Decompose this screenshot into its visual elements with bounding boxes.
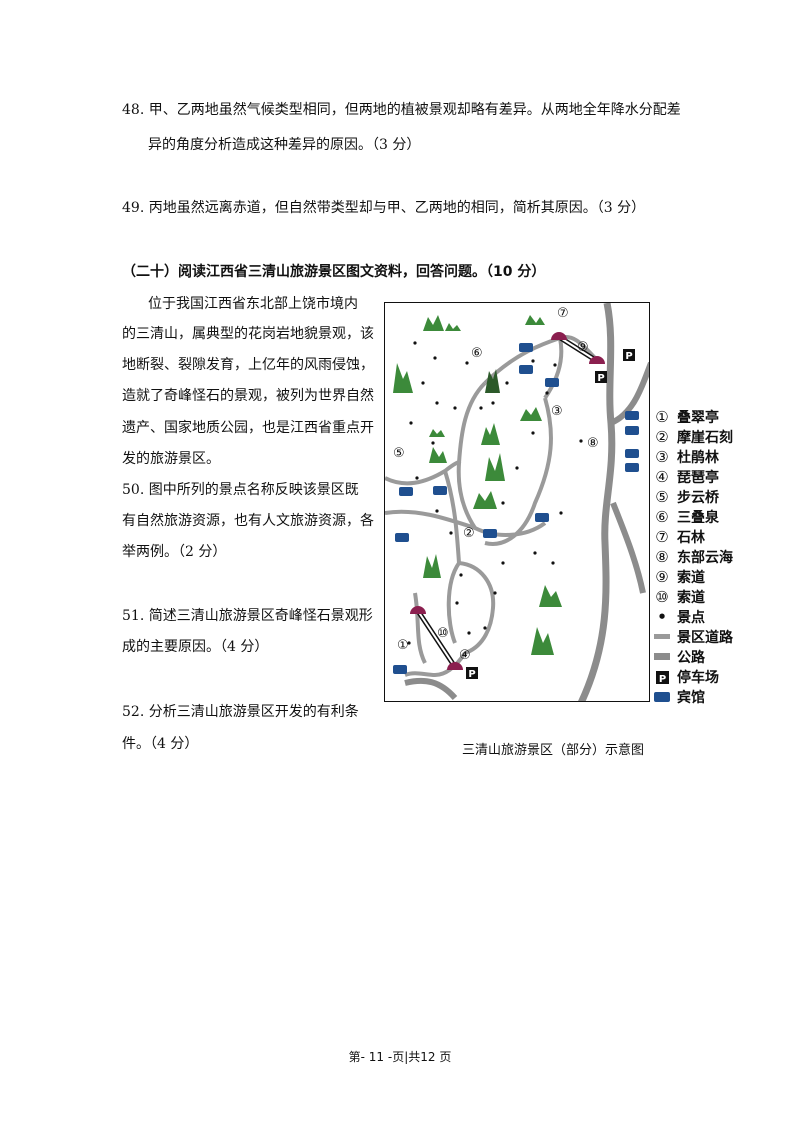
svg-text:P: P bbox=[468, 669, 475, 680]
question-48-line1: 48. 甲、乙两地虽然气候类型相同，但两地的植被景观却略有差异。从两地全年降水分… bbox=[122, 102, 681, 118]
marker-3: ③ bbox=[551, 404, 563, 419]
cableway-lower bbox=[410, 606, 463, 670]
intro-line: 发的旅游景区。 bbox=[122, 451, 220, 467]
hotel-icon bbox=[651, 691, 673, 703]
highway-swatch-icon bbox=[651, 653, 673, 661]
question-52-line: 件。（4 分） bbox=[122, 736, 199, 752]
question-52-line: 52. 分析三清山旅游景区开发的有利条 bbox=[122, 704, 359, 720]
legend-item: 景区道路 bbox=[651, 627, 791, 647]
svg-text:P: P bbox=[597, 373, 604, 384]
highway-branch-ne bbox=[609, 361, 649, 426]
marker-5: ⑤ bbox=[393, 446, 405, 461]
svg-text:P: P bbox=[625, 351, 632, 362]
intro-line: 的三清山，属典型的花岗岩地貌景观，该 bbox=[122, 326, 374, 342]
parking-icon: P bbox=[651, 670, 673, 684]
spot-markers: ① ② ③ ④ ⑤ ⑥ ⑦ ⑧ ⑨ ⑩ bbox=[393, 306, 599, 663]
map-caption: 三清山旅游景区（部分）示意图 bbox=[462, 743, 645, 758]
question-50-line: 有自然旅游资源，也有人文旅游资源，各 bbox=[122, 513, 374, 529]
page-footer: 第- 11 -页|共12 页 bbox=[0, 1048, 800, 1065]
intro-line: 地断裂、裂隙发育，上亿年的风雨侵蚀， bbox=[122, 357, 374, 373]
parking-icons: P P P bbox=[466, 349, 635, 680]
legend-item: 公路 bbox=[651, 647, 791, 667]
question-50-line: 50. 图中所列的景点名称反映该景区既 bbox=[122, 482, 359, 498]
marker-9: ⑨ bbox=[577, 340, 589, 355]
marker-7: ⑦ bbox=[557, 306, 569, 321]
map-svg: P P P ① ② ③ ④ ⑤ ⑥ ⑦ ⑧ ⑨ ⑩ bbox=[385, 303, 649, 701]
question-51-line: 成的主要原因。（4 分） bbox=[122, 639, 269, 655]
legend-item: 宾馆 bbox=[651, 687, 791, 707]
marker-6: ⑥ bbox=[471, 346, 483, 361]
question-51-line: 51. 简述三清山旅游景区奇峰怪石景观形 bbox=[122, 608, 373, 624]
marker-10: ⑩ bbox=[437, 626, 449, 641]
mountain-peaks bbox=[393, 315, 562, 655]
scenic-road-swatch-icon bbox=[651, 634, 673, 640]
marker-1: ① bbox=[397, 638, 409, 653]
page-number: 第- 11 -页|共12 页 bbox=[348, 1050, 452, 1064]
highway-main bbox=[578, 303, 616, 701]
question-48-line2: 异的角度分析造成这种差异的原因。（3 分） bbox=[148, 137, 421, 153]
cableway-upper bbox=[551, 332, 605, 364]
svg-text:P: P bbox=[658, 674, 665, 684]
marker-2: ② bbox=[463, 526, 475, 541]
scenic-area-map: P P P ① ② ③ ④ ⑤ ⑥ ⑦ ⑧ ⑨ ⑩ bbox=[384, 302, 650, 702]
section-heading: （二十）阅读江西省三清山旅游景区图文资料，回答问题。（10 分） bbox=[122, 264, 546, 280]
hotel-icons bbox=[393, 343, 639, 674]
question-49: 49. 丙地虽然远离赤道，但自然带类型却与甲、乙两地的相同，简析其原因。（3 分… bbox=[122, 200, 646, 216]
intro-line: 遗产、国家地质公园，也是江西省重点开 bbox=[122, 420, 374, 436]
highway-sw bbox=[404, 677, 458, 701]
legend-item: •景点 bbox=[657, 608, 705, 626]
highway-branch-e bbox=[610, 501, 646, 594]
marker-4: ④ bbox=[459, 648, 471, 663]
scenic-roads bbox=[385, 335, 597, 678]
marker-8: ⑧ bbox=[587, 436, 599, 451]
legend-item: P 停车场 bbox=[651, 667, 791, 687]
intro-line: 造就了奇峰怪石的景观，被列为世界自然 bbox=[122, 388, 374, 404]
question-50-line: 举两例。（2 分） bbox=[122, 544, 227, 560]
intro-line: 位于我国江西省东北部上饶市境内 bbox=[148, 296, 358, 312]
scenic-spot-dots bbox=[403, 341, 583, 645]
